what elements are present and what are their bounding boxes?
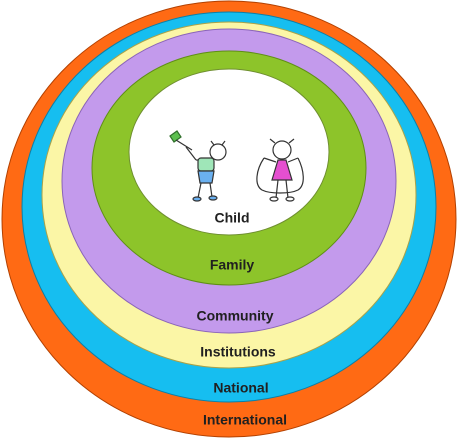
label-international: International [203, 412, 287, 428]
boy-flying-kite-icon [169, 130, 227, 202]
kite-icon [169, 130, 182, 143]
label-institutions: Institutions [200, 344, 276, 360]
girl-jumping-rope-icon [256, 138, 304, 202]
label-national: National [213, 380, 268, 396]
label-child: Child [215, 210, 250, 226]
label-community: Community [197, 308, 274, 324]
label-family: Family [210, 257, 255, 273]
